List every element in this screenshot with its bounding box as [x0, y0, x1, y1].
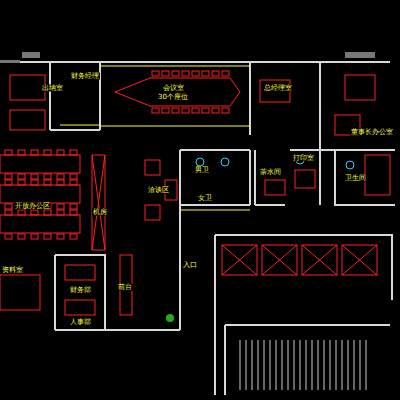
room-label: 开放办公区: [14, 203, 51, 210]
room-label: 人事部: [69, 319, 92, 326]
chair-symbol: [5, 180, 12, 185]
chair-symbol: [70, 180, 77, 185]
chair-symbol: [162, 71, 169, 76]
chair-symbol: [192, 71, 199, 76]
stair-tread: [318, 340, 319, 390]
stair-tread: [306, 340, 307, 390]
chair-symbol: [31, 174, 38, 179]
room-label: 财务部: [69, 287, 92, 294]
room-label: 男卫: [194, 167, 210, 174]
stair-tread: [258, 340, 259, 390]
chair-symbol: [31, 210, 38, 215]
chair-symbol: [70, 174, 77, 179]
room-label: 机房: [92, 209, 108, 216]
stair-tread: [336, 340, 337, 390]
stair-tread: [360, 340, 361, 390]
stair-tread: [276, 340, 277, 390]
room-label: 资料室: [1, 267, 24, 274]
room-label: 洽谈区: [147, 187, 170, 194]
chair-symbol: [5, 210, 12, 215]
chair-symbol: [222, 108, 229, 113]
chair-symbol: [18, 210, 25, 215]
chair-symbol: [31, 234, 38, 239]
chair-symbol: [18, 234, 25, 239]
stair-tread: [270, 340, 271, 390]
room-label: 总经理室: [263, 85, 293, 92]
stair-tread: [366, 340, 367, 390]
chair-symbol: [5, 234, 12, 239]
room-label: 财务经理: [70, 73, 100, 80]
chair-symbol: [44, 234, 51, 239]
chair-symbol: [18, 180, 25, 185]
stair-tread: [264, 340, 265, 390]
chair-symbol: [44, 180, 51, 185]
chair-symbol: [212, 71, 219, 76]
chair-symbol: [222, 71, 229, 76]
stair-tread: [354, 340, 355, 390]
chair-symbol: [44, 174, 51, 179]
stair-tread: [252, 340, 253, 390]
chair-symbol: [57, 210, 64, 215]
chair-symbol: [44, 150, 51, 155]
chair-symbol: [57, 174, 64, 179]
chair-symbol: [162, 108, 169, 113]
room-label: 前台: [117, 284, 133, 291]
chair-symbol: [5, 174, 12, 179]
chair-symbol: [212, 108, 219, 113]
chair-symbol: [172, 71, 179, 76]
chair-symbol: [192, 108, 199, 113]
room-label: 30个座位: [157, 94, 189, 101]
chair-symbol: [18, 174, 25, 179]
stair-tread: [246, 340, 247, 390]
stair-tread: [342, 340, 343, 390]
room-label: 入口: [182, 262, 198, 269]
stair-tread: [300, 340, 301, 390]
stair-tread: [294, 340, 295, 390]
chair-symbol: [57, 180, 64, 185]
chair-symbol: [70, 204, 77, 209]
chair-symbol: [172, 108, 179, 113]
chair-symbol: [31, 150, 38, 155]
chair-symbol: [31, 180, 38, 185]
chair-symbol: [70, 150, 77, 155]
chair-symbol: [57, 204, 64, 209]
room-label: 会议室: [162, 85, 185, 92]
room-label: 茶水间: [259, 169, 282, 176]
chair-symbol: [18, 150, 25, 155]
chair-symbol: [152, 108, 159, 113]
chair-symbol: [202, 108, 209, 113]
stair-tread: [240, 340, 241, 390]
room-label: 女卫: [197, 195, 213, 202]
chair-symbol: [5, 204, 12, 209]
chair-symbol: [152, 71, 159, 76]
room-label: 董事长办公室: [350, 129, 394, 136]
stair-tread: [324, 340, 325, 390]
chair-symbol: [182, 71, 189, 76]
stair-tread: [348, 340, 349, 390]
chair-symbol: [182, 108, 189, 113]
stair-tread: [330, 340, 331, 390]
chair-symbol: [70, 210, 77, 215]
chair-symbol: [57, 150, 64, 155]
room-label: 卫生间: [344, 175, 367, 182]
stair-tread: [282, 340, 283, 390]
chair-symbol: [70, 234, 77, 239]
stair-tread: [288, 340, 289, 390]
room-label: 打印室: [292, 155, 315, 162]
chair-symbol: [44, 210, 51, 215]
chair-symbol: [202, 71, 209, 76]
chair-symbol: [57, 234, 64, 239]
chair-symbol: [5, 150, 12, 155]
stair-tread: [312, 340, 313, 390]
room-label: 出纳室: [41, 85, 64, 92]
